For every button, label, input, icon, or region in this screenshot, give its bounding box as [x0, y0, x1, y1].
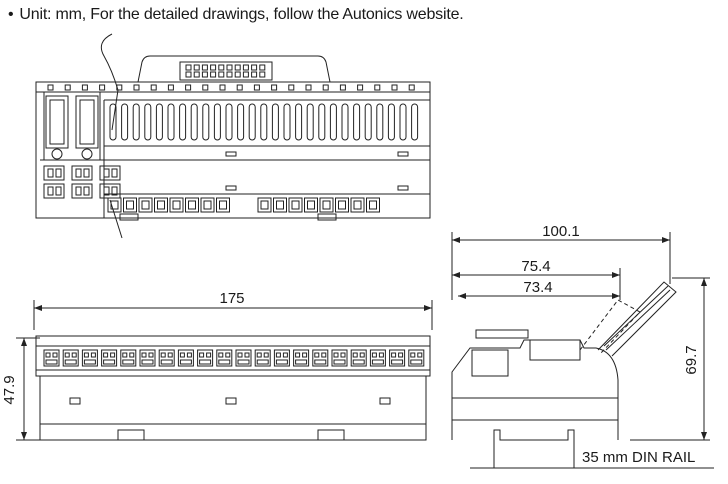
ventilation-fins: [109, 103, 419, 141]
din-rail: [493, 429, 575, 468]
dim-din-rail: 35 mm DIN RAIL: [582, 449, 695, 466]
cover-open-dashed: [579, 299, 641, 355]
module-body-top: [35, 81, 431, 219]
front-view: [16, 300, 433, 441]
dim-height-left: 47.9: [1, 375, 18, 404]
connector-pins: [185, 64, 266, 78]
cover-open-handle: [597, 281, 677, 357]
connector-housing: [137, 55, 331, 83]
unit-note: • Unit: mm, For the detailed drawings, fo…: [8, 6, 464, 24]
note-text: Unit: mm, For the detailed drawings, fol…: [19, 6, 464, 23]
side-body-outline: [451, 339, 619, 440]
dim-depth-2: 73.4: [523, 279, 552, 296]
bottom-leader-line: [109, 199, 123, 239]
front-terminals: [43, 349, 425, 367]
dim-height-side: 69.7: [683, 345, 700, 374]
top-edge-markers: [47, 84, 415, 91]
note-bullet: •: [8, 6, 14, 23]
dim-width-top: 175: [219, 290, 244, 307]
left-terminal-block: [43, 95, 121, 199]
bottom-terminals: [107, 197, 380, 213]
dim-depth-1: 75.4: [521, 258, 550, 275]
top-leader-line: [100, 33, 119, 131]
side-top-clip: [475, 329, 529, 339]
connector-socket: [179, 61, 273, 81]
top-view: [35, 33, 431, 239]
side-view: [451, 232, 714, 469]
dim-depth-total: 100.1: [542, 223, 580, 240]
